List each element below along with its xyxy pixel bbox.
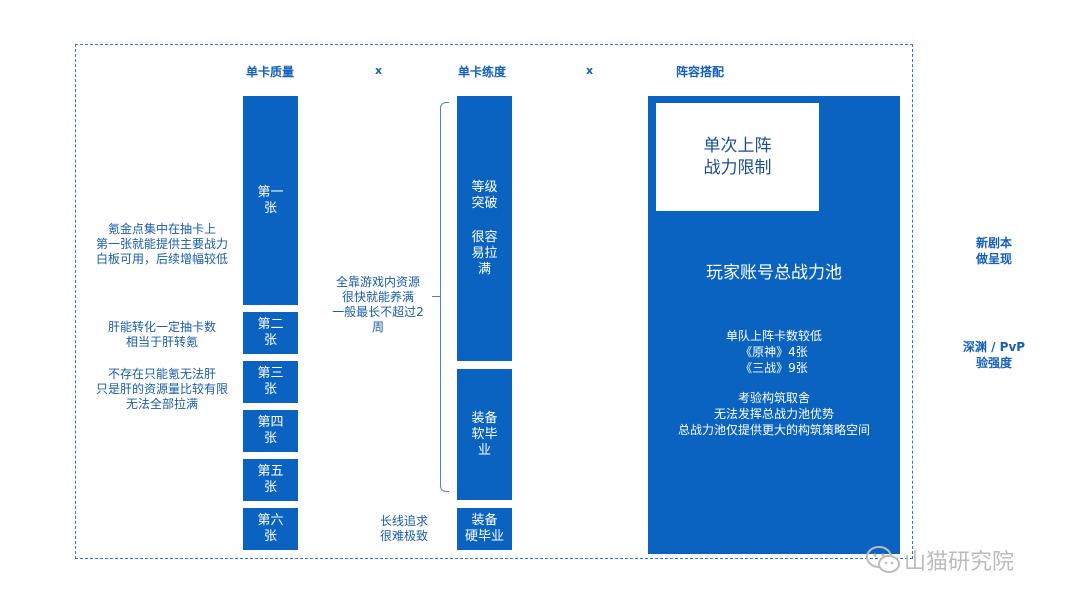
diagram-frame bbox=[75, 44, 913, 559]
watermark: 山猫研究院 bbox=[866, 544, 1014, 576]
level-box-soft-gear: 装备 软毕 业 bbox=[457, 369, 512, 500]
multiply-sign-2: x bbox=[586, 64, 594, 77]
card-box-4: 第四 张 bbox=[243, 410, 298, 452]
note-abyss-pvp: 深渊 / PvP 验强度 bbox=[962, 340, 1026, 370]
note-long-term: 长线追求 很难极致 bbox=[379, 514, 428, 543]
header-card-level: 单卡练度 bbox=[458, 65, 507, 79]
lineup-strategy: 考验构筑取舍 无法发挥总战力池优势 总战力池仅提供更大的构筑策略空间 bbox=[677, 391, 870, 437]
card-box-3: 第三 张 bbox=[243, 361, 298, 403]
header-lineup: 阵容搭配 bbox=[676, 65, 725, 79]
power-pool-title: 玩家账号总战力池 bbox=[706, 263, 842, 283]
watermark-text: 山猫研究院 bbox=[904, 550, 1015, 575]
lineup-limit-text: 单次上阵 战力限制 bbox=[703, 136, 772, 178]
note-gacha-focus: 氪金点集中在抽卡上 第一张就能提供主要战力 白板可用，后续增幅较低 bbox=[95, 222, 228, 266]
note-new-scenario: 新剧本 做呈现 bbox=[975, 236, 1012, 266]
multiply-sign-1: x bbox=[375, 64, 383, 77]
note-resource-fill: 全靠游戏内资源 很快就能养满 一般最长不超过2 周 bbox=[332, 275, 424, 334]
card-box-6: 第六 张 bbox=[243, 508, 298, 550]
level-box-hard-gear: 装备 硬毕业 bbox=[457, 508, 512, 550]
level-box-breakthrough: 等级 突破 很容 易拉 满 bbox=[457, 96, 512, 361]
card-box-2: 第二 张 bbox=[243, 312, 298, 354]
level-box-breakthrough-desc: 很容 易拉 满 bbox=[471, 229, 498, 277]
card-box-5: 第五 张 bbox=[243, 459, 298, 501]
brace bbox=[440, 102, 449, 492]
wechat-icon bbox=[866, 546, 900, 573]
note-grind-convert: 肝能转化一定抽卡数 相当于肝转氪 bbox=[107, 320, 216, 349]
header-card-quality: 单卡质量 bbox=[246, 65, 295, 79]
level-box-breakthrough-title: 等级 突破 bbox=[471, 179, 498, 211]
lineup-card-count: 单队上阵卡数较低 《原神》4张 《三战》9张 bbox=[725, 329, 822, 375]
brace-tick bbox=[432, 296, 440, 297]
lineup-limit-box: 单次上阵 战力限制 bbox=[656, 103, 819, 211]
card-box-1: 第一 张 bbox=[243, 96, 298, 305]
note-limited-grind: 不存在只能氪无法肝 只是肝的资源量比较有限 无法全部拉满 bbox=[95, 367, 228, 411]
